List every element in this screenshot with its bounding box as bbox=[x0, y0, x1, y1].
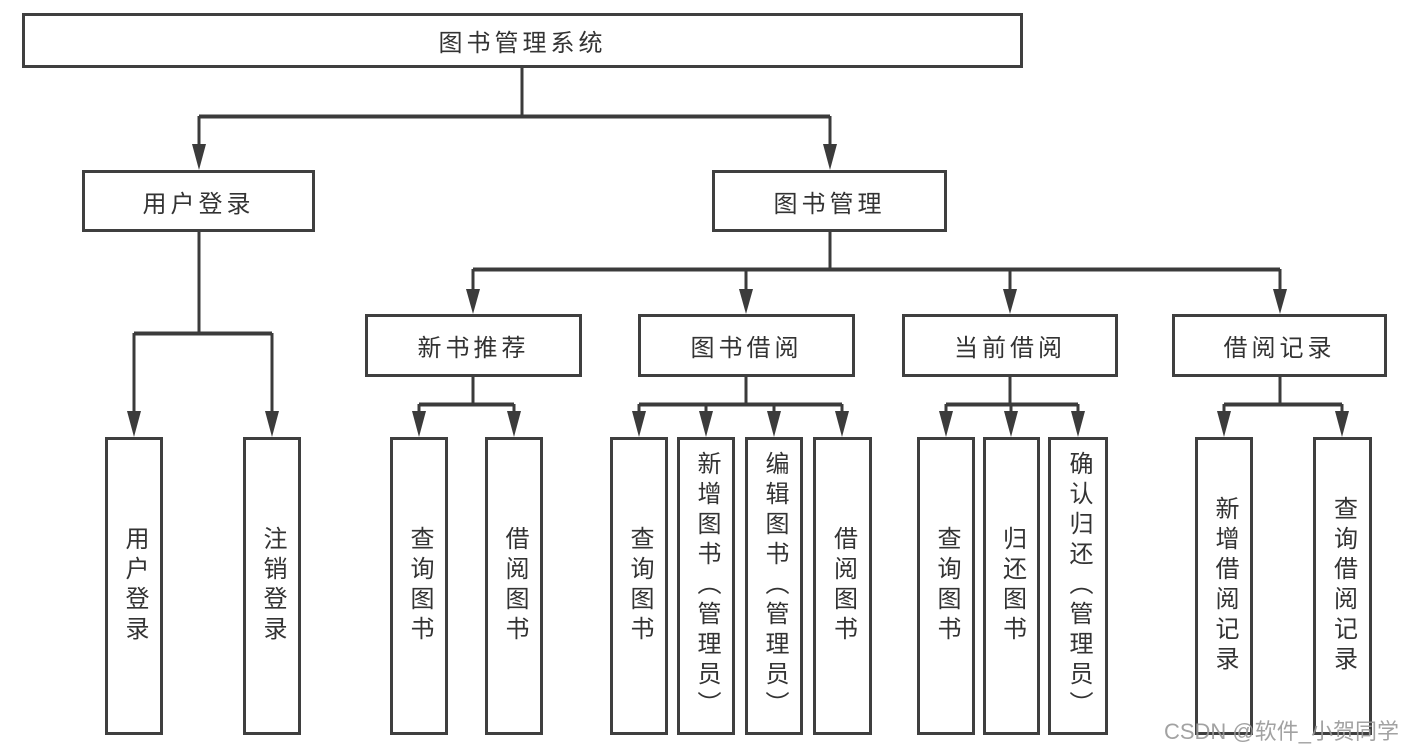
leaf-search-borrow-record: 查询借阅记录 bbox=[1313, 437, 1372, 735]
leaf-borrow-book-newrec: 借阅图书 bbox=[485, 437, 543, 735]
connector-new-book-to-leaves bbox=[412, 377, 521, 437]
leaf-confirm-return-admin: 确认归还（管理员） bbox=[1048, 437, 1108, 735]
leaf-logout: 注销登录 bbox=[243, 437, 301, 735]
leaf-add-borrow-record: 新增借阅记录 bbox=[1195, 437, 1253, 735]
leaf-edit-book-admin: 编辑图书（管理员） bbox=[745, 437, 803, 735]
leaf-label: 查询借阅记录 bbox=[1329, 496, 1357, 676]
connector-root-to-level2 bbox=[192, 68, 837, 170]
connector-book-management-to-level3 bbox=[466, 232, 1287, 314]
leaf-label: 查询图书 bbox=[933, 526, 960, 646]
leaf-label: 归还图书 bbox=[998, 526, 1026, 646]
node-label: 借阅记录 bbox=[1223, 335, 1336, 362]
leaf-label: 借阅图书 bbox=[501, 526, 528, 646]
leaf-borrow-book: 借阅图书 bbox=[813, 437, 872, 735]
node-borrow-record: 借阅记录 bbox=[1172, 314, 1387, 377]
leaf-label: 编辑图书（管理员） bbox=[761, 451, 788, 721]
leaf-search-book-newrec: 查询图书 bbox=[390, 437, 448, 735]
connector-current-borrow-to-leaves bbox=[939, 377, 1085, 437]
leaf-label: 确认归还（管理员） bbox=[1065, 451, 1092, 721]
node-user-login: 用户登录 bbox=[82, 170, 315, 232]
leaf-return-book: 归还图书 bbox=[983, 437, 1040, 735]
leaf-add-book-admin: 新增图书（管理员） bbox=[677, 437, 735, 735]
leaf-label: 新增图书（管理员） bbox=[693, 451, 720, 721]
connector-user-login-to-leaves bbox=[127, 232, 279, 437]
connector-borrow-record-to-leaves bbox=[1217, 377, 1349, 437]
node-label: 图书管理 bbox=[773, 190, 886, 218]
node-library-system-root: 图书管理系统 bbox=[22, 13, 1023, 68]
node-current-borrow: 当前借阅 bbox=[902, 314, 1118, 377]
node-label: 新书推荐 bbox=[417, 335, 530, 362]
node-label: 图书借阅 bbox=[690, 335, 803, 362]
connector-book-borrow-to-leaves bbox=[632, 377, 849, 437]
node-new-book-recommend: 新书推荐 bbox=[365, 314, 582, 377]
leaf-search-book-borrow: 查询图书 bbox=[610, 437, 668, 735]
leaf-label: 借阅图书 bbox=[829, 526, 857, 646]
leaf-search-book-current: 查询图书 bbox=[917, 437, 975, 735]
node-label: 用户登录 bbox=[142, 190, 255, 218]
leaf-label: 查询图书 bbox=[626, 526, 653, 646]
node-label: 图书管理系统 bbox=[438, 30, 607, 57]
leaf-user-login: 用户登录 bbox=[105, 437, 163, 735]
leaf-label: 新增借阅记录 bbox=[1211, 496, 1238, 676]
node-book-borrow: 图书借阅 bbox=[638, 314, 855, 377]
leaf-label: 注销登录 bbox=[259, 526, 286, 646]
leaf-label: 用户登录 bbox=[121, 526, 148, 646]
node-book-management: 图书管理 bbox=[712, 170, 947, 232]
node-label: 当前借阅 bbox=[954, 335, 1066, 362]
csdn-watermark: CSDN @软件_小贺同学 bbox=[1163, 719, 1399, 744]
leaf-label: 查询图书 bbox=[406, 526, 433, 646]
